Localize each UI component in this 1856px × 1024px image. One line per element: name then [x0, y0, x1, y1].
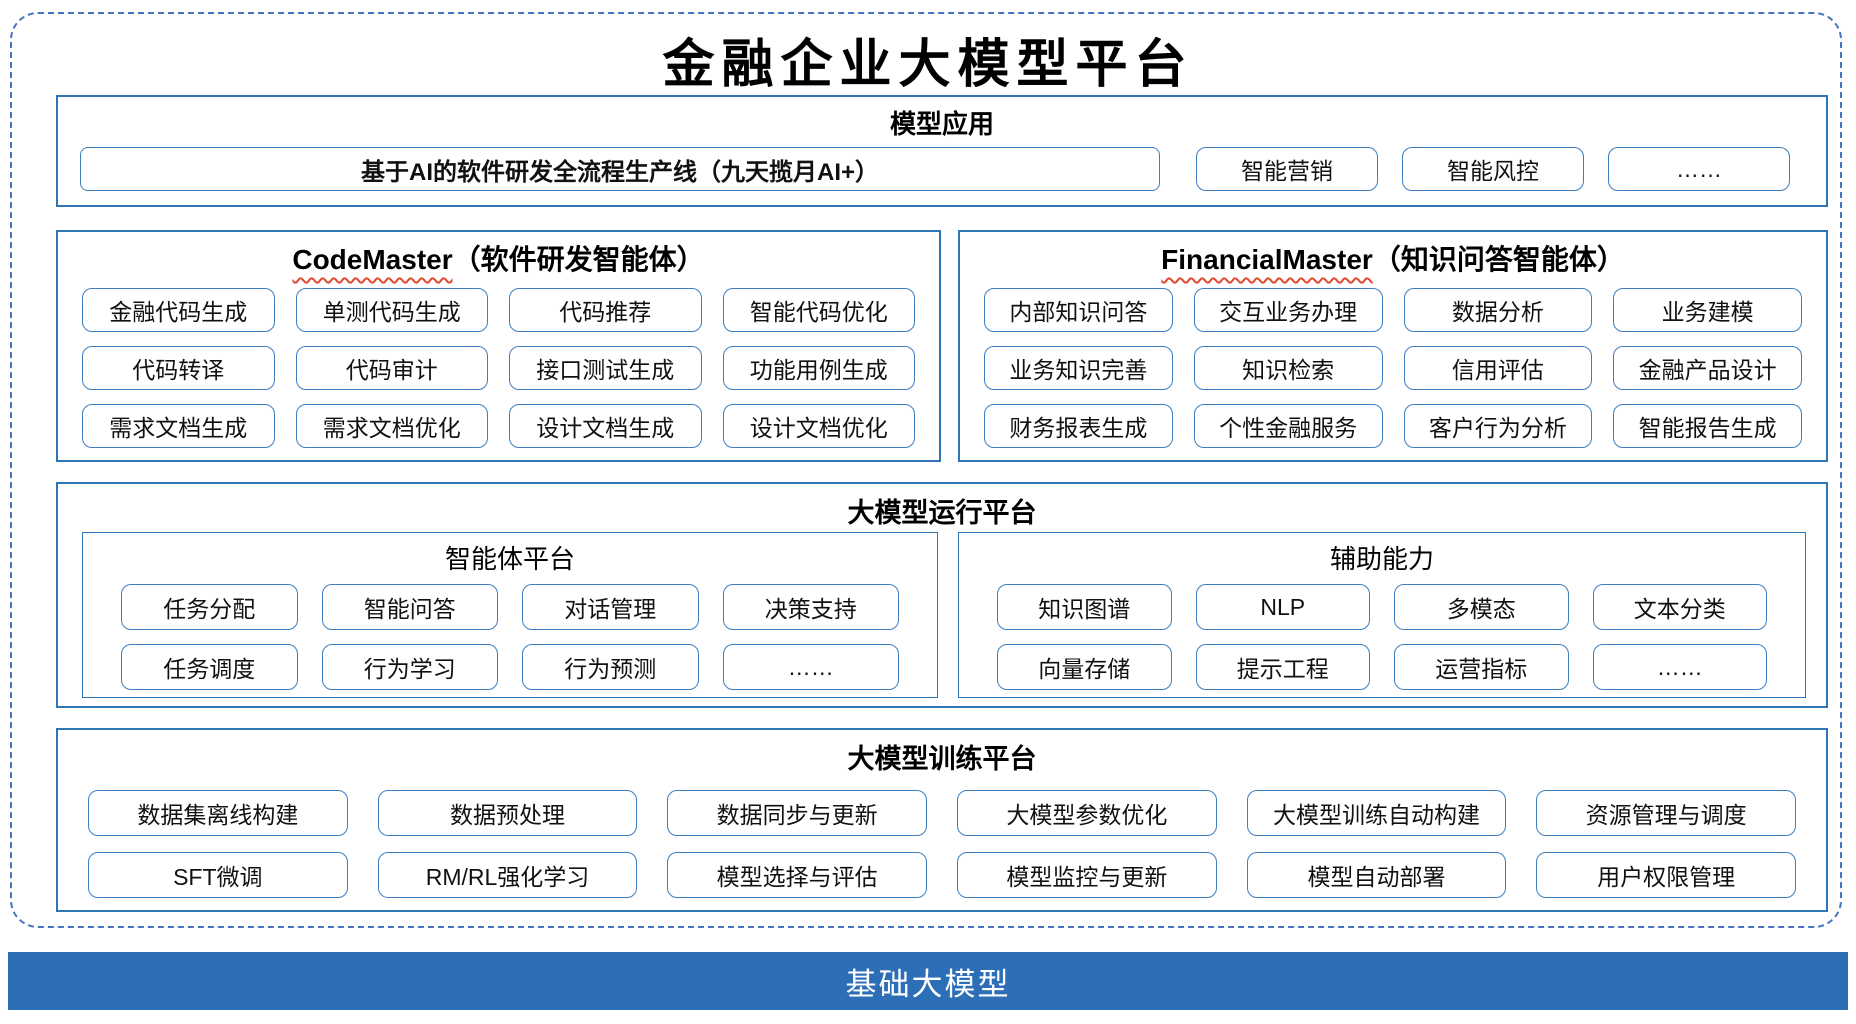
capability-box: 金融代码生成	[82, 288, 275, 332]
aux-capabilities-list: 知识图谱 NLP 多模态文本分类向量存储提示工程运营指标 ……	[997, 584, 1767, 690]
capability-box: 资源管理与调度	[1536, 790, 1796, 836]
section-training-platform: 大模型训练平台 数据集离线构建数据预处理数据同步与更新大模型参数优化大模型训练自…	[56, 728, 1828, 912]
capability-box: 知识图谱	[997, 584, 1172, 630]
aux-capabilities-header: 辅助能力	[1329, 544, 1434, 574]
capability-box: 模型选择与评估	[667, 852, 927, 898]
agent-platform-header: 智能体平台	[444, 544, 575, 574]
capability-box: 大模型训练自动构建	[1246, 790, 1507, 836]
agent-platform-capabilities: 任务分配智能问答对话管理决策支持任务调度行为学习行为预测 ……	[121, 584, 899, 690]
financial-master-name: FinancialMaster	[1161, 244, 1373, 275]
capability-box: 内部知识问答	[984, 288, 1173, 332]
foundation-model-bar: 基础大模型	[8, 952, 1848, 1010]
capability-box: 大模型参数优化	[956, 790, 1217, 836]
capability-box: ……	[1592, 644, 1767, 690]
capability-box: 需求文档优化	[295, 404, 488, 448]
capability-box: RM/RL强化学习	[377, 852, 638, 898]
capability-box: SFT微调	[88, 852, 348, 898]
capability-box: 向量存储	[997, 644, 1172, 690]
financial-master-header: FinancialMaster（知识问答智能体）	[960, 238, 1826, 278]
capability-box: 代码审计	[295, 346, 488, 390]
capability-box: 接口测试生成	[509, 346, 702, 390]
capability-box: 任务调度	[121, 644, 298, 690]
capability-box: 行为学习	[321, 644, 498, 690]
capability-box: 运营指标	[1394, 644, 1569, 690]
capability-box: 信用评估	[1403, 346, 1593, 390]
capability-box: 多模态	[1394, 584, 1569, 630]
capability-box: 知识检索	[1193, 346, 1383, 390]
model-application-boxes: 智能营销智能风控 ……	[1196, 147, 1790, 191]
capability-box: 设计文档优化	[722, 404, 915, 448]
capability-box: 功能用例生成	[722, 346, 915, 390]
capability-box: 需求文档生成	[82, 404, 275, 448]
capability-box: 智能问答	[321, 584, 498, 630]
capability-box: 决策支持	[722, 584, 899, 630]
training-platform-capabilities: 数据集离线构建数据预处理数据同步与更新大模型参数优化大模型训练自动构建资源管理与…	[88, 790, 1796, 898]
section-model-applications: 模型应用 基于AI的软件研发全流程生产线（九天揽月AI+） 智能营销智能风控 ……	[56, 95, 1828, 207]
ai-pipeline-box: 基于AI的软件研发全流程生产线（九天揽月AI+）	[80, 147, 1160, 191]
application-box: 智能风控	[1402, 147, 1584, 191]
capability-box: 对话管理	[522, 584, 699, 630]
runtime-platform-header: 大模型运行平台	[847, 498, 1037, 528]
capability-box: 业务建模	[1613, 288, 1802, 332]
section-code-master: CodeMaster（软件研发智能体） 金融代码生成单测代码生成代码推荐智能代码…	[56, 230, 941, 462]
capability-box: 数据分析	[1403, 288, 1593, 332]
capability-box: 代码转译	[82, 346, 275, 390]
capability-box: 业务知识完善	[984, 346, 1173, 390]
capability-box: 设计文档生成	[509, 404, 702, 448]
capability-box: 单测代码生成	[295, 288, 488, 332]
capability-box: 财务报表生成	[984, 404, 1173, 448]
capability-box: 数据同步与更新	[667, 790, 927, 836]
section-runtime-platform: 大模型运行平台 智能体平台 任务分配智能问答对话管理决策支持任务调度行为学习行为…	[56, 482, 1828, 708]
training-platform-header: 大模型训练平台	[847, 744, 1037, 774]
capability-box: ……	[722, 644, 899, 690]
capability-box: 代码推荐	[509, 288, 702, 332]
page-title: 金融企业大模型平台	[662, 34, 1194, 95]
code-master-capabilities: 金融代码生成单测代码生成代码推荐智能代码优化代码转译代码审计接口测试生成功能用例…	[82, 288, 915, 448]
model-applications-header: 模型应用	[889, 109, 994, 139]
financial-master-capabilities: 内部知识问答交互业务办理数据分析业务建模业务知识完善知识检索信用评估金融产品设计…	[984, 288, 1802, 448]
capability-box: 任务分配	[121, 584, 298, 630]
capability-box: 交互业务办理	[1193, 288, 1383, 332]
code-master-header: CodeMaster（软件研发智能体）	[58, 238, 939, 278]
capability-box: 数据集离线构建	[88, 790, 348, 836]
capability-box: 用户权限管理	[1536, 852, 1796, 898]
capability-box: 客户行为分析	[1403, 404, 1593, 448]
capability-box: 提示工程	[1195, 644, 1370, 690]
capability-box: 个性金融服务	[1193, 404, 1383, 448]
model-applications-row: 基于AI的软件研发全流程生产线（九天揽月AI+） 智能营销智能风控 ……	[58, 147, 1826, 191]
capability-box: 智能报告生成	[1613, 404, 1802, 448]
financial-master-subtitle: （知识问答智能体）	[1372, 244, 1625, 275]
section-financial-master: FinancialMaster（知识问答智能体） 内部知识问答交互业务办理数据分…	[958, 230, 1828, 462]
capability-box: NLP	[1195, 584, 1370, 630]
capability-box: 行为预测	[522, 644, 699, 690]
capability-box: 文本分类	[1592, 584, 1767, 630]
capability-box: 模型监控与更新	[956, 852, 1217, 898]
capability-box: 数据预处理	[377, 790, 638, 836]
application-box: 智能营销	[1196, 147, 1378, 191]
application-box: ……	[1608, 147, 1790, 191]
capability-box: 金融产品设计	[1613, 346, 1802, 390]
agent-platform-box: 智能体平台 任务分配智能问答对话管理决策支持任务调度行为学习行为预测 ……	[82, 532, 938, 698]
capability-box: 模型自动部署	[1246, 852, 1507, 898]
aux-capabilities-box: 辅助能力 知识图谱 NLP 多模态文本分类向量存储提示工程运营指标 ……	[958, 532, 1806, 698]
code-master-name: CodeMaster	[292, 244, 453, 275]
code-master-subtitle: （软件研发智能体）	[452, 244, 705, 275]
capability-box: 智能代码优化	[722, 288, 915, 332]
outer-dashed-frame	[10, 12, 1842, 928]
